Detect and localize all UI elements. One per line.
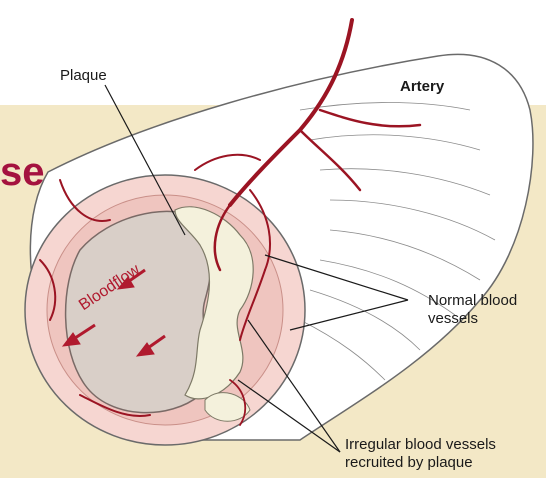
normal-vessels-label: Normal blood vessels xyxy=(428,292,538,328)
irregular-vessels-label: Irregular blood vessels recruited by pla… xyxy=(345,436,540,472)
plaque-label: Plaque xyxy=(60,67,107,85)
artery-label: Artery xyxy=(400,78,444,96)
